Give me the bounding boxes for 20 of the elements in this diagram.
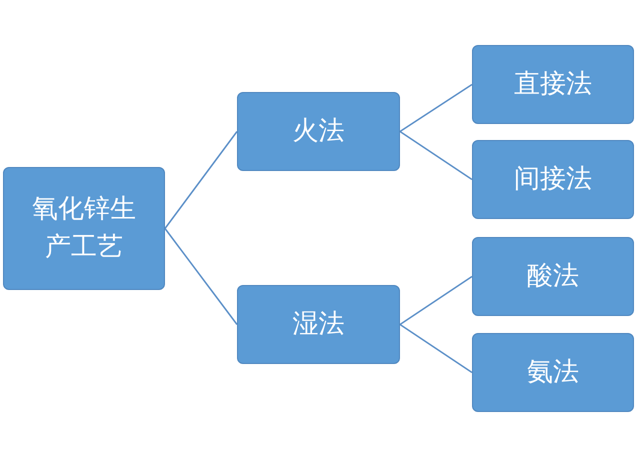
process-box <box>472 333 634 412</box>
box-label: 直接法 <box>514 68 592 101</box>
connector-line <box>400 324 472 374</box>
process-box <box>3 167 165 290</box>
connector-line <box>400 130 472 180</box>
connector-line <box>400 84 472 132</box>
process-box <box>472 140 634 219</box>
connector-line <box>400 276 472 326</box>
box-label: 氨法 <box>527 356 579 389</box>
process-box <box>472 45 634 124</box>
process-box <box>237 92 400 171</box>
box-label: 湿法 <box>292 308 344 341</box>
box-label: 氧化锌生产工艺 <box>31 192 137 264</box>
box-label: 间接法 <box>514 162 592 196</box>
connector-line <box>164 228 238 325</box>
process-box <box>472 237 634 316</box>
box-label: 火法 <box>292 114 344 148</box>
connector-line <box>164 131 238 229</box>
process-box <box>237 285 400 364</box>
box-label: 酸法 <box>527 260 579 293</box>
